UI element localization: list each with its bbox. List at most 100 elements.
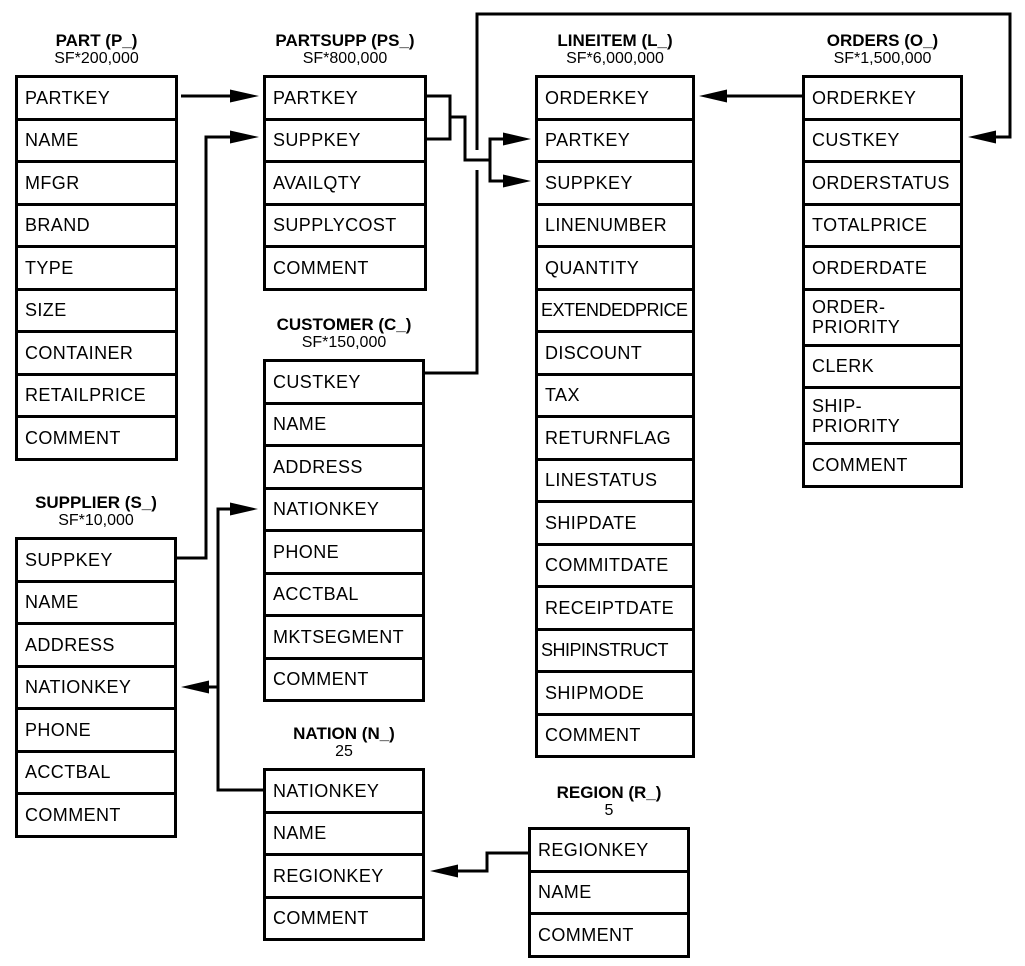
field-comment: COMMENT bbox=[538, 712, 692, 756]
field-name: NAME bbox=[266, 401, 422, 445]
field-tax: TAX bbox=[538, 372, 692, 416]
field-address: ADDRESS bbox=[266, 444, 422, 487]
arrowhead-left-icon bbox=[968, 130, 996, 144]
field-orderstatus: ORDERSTATUS bbox=[805, 160, 960, 203]
field-shippriority: SHIP- PRIORITY bbox=[805, 386, 960, 442]
table-cardinality: SF*200,000 bbox=[54, 50, 139, 67]
fk-nation-nationkey-to-customer-nationkey bbox=[216, 502, 263, 792]
field-retailprice: RETAILPRICE bbox=[18, 372, 175, 416]
field-suppkey: SUPPKEY bbox=[25, 549, 113, 570]
field-regionkey: REGIONKEY bbox=[538, 839, 649, 860]
field-address: ADDRESS bbox=[18, 622, 174, 665]
field-totalprice: TOTALPRICE bbox=[805, 202, 960, 246]
arrowhead-left-icon bbox=[699, 89, 727, 103]
fk-part-partkey-to-partsupp-partkey bbox=[181, 89, 259, 103]
fk-customer-custkey-to-orders-custkey bbox=[425, 12, 1012, 375]
arrowhead-right-icon bbox=[503, 132, 531, 146]
field-regionkey: REGIONKEY bbox=[266, 853, 422, 896]
fk-supplier-suppkey-to-partsupp-suppkey bbox=[177, 130, 259, 560]
table-title: SUPPLIER (S_) bbox=[35, 493, 157, 512]
field-name: NAME bbox=[18, 117, 175, 161]
arrowhead-right-icon bbox=[230, 502, 258, 516]
field-phone: PHONE bbox=[18, 707, 174, 750]
field-nationkey: NATIONKEY bbox=[273, 780, 380, 801]
table-title: ORDERS (O_) bbox=[826, 31, 939, 50]
field-comment: COMMENT bbox=[18, 792, 174, 835]
field-container: CONTAINER bbox=[18, 330, 175, 373]
field-partkey: PARTKEY bbox=[25, 87, 111, 108]
field-orderkey: ORDERKEY bbox=[812, 87, 917, 108]
fk-nation-nationkey-to-supplier-nationkey bbox=[181, 680, 218, 694]
field-quantity: QUANTITY bbox=[538, 245, 692, 288]
arrowhead-right-icon bbox=[503, 174, 531, 188]
field-discount: DISCOUNT bbox=[538, 330, 692, 373]
field-type: TYPE bbox=[18, 245, 175, 288]
table-title: PART (P_) bbox=[55, 31, 138, 50]
field-name: NAME bbox=[531, 869, 687, 913]
field-extendedprice: EXTENDEDPRICE bbox=[538, 287, 692, 331]
field-clerk: CLERK bbox=[805, 343, 960, 387]
field-availqty: AVAILQTY bbox=[266, 160, 424, 203]
field-acctbal: ACCTBAL bbox=[18, 749, 174, 793]
arrowhead-left-icon bbox=[181, 680, 209, 694]
field-brand: BRAND bbox=[18, 202, 175, 246]
field-returnflag: RETURNFLAG bbox=[538, 415, 692, 458]
table-title: LINEITEM (L_) bbox=[557, 31, 673, 50]
field-orderpriority: ORDER- PRIORITY bbox=[805, 287, 960, 344]
field-shipinstruct: SHIPINSTRUCT bbox=[538, 627, 692, 671]
table-lineitem: LINEITEM (L_) SF*6,000,000 ORDERKEY PARTK… bbox=[535, 32, 695, 758]
field-shipdate: SHIPDATE bbox=[538, 500, 692, 543]
table-title: REGION (R_) bbox=[556, 783, 662, 802]
arrowhead-left-icon bbox=[430, 864, 458, 878]
field-name: NAME bbox=[18, 579, 174, 623]
table-partsupp: PARTSUPP (PS_) SF*800,000 PARTKEY SUPPKEY… bbox=[263, 32, 427, 291]
field-comment: COMMENT bbox=[266, 895, 422, 939]
field-partkey: PARTKEY bbox=[538, 117, 692, 161]
field-comment: COMMENT bbox=[266, 245, 424, 288]
field-custkey: CUSTKEY bbox=[805, 117, 960, 161]
field-shipmode: SHIPMODE bbox=[538, 670, 692, 713]
field-linestatus: LINESTATUS bbox=[538, 457, 692, 501]
table-cardinality: SF*800,000 bbox=[302, 50, 388, 67]
field-phone: PHONE bbox=[266, 529, 422, 572]
arrowhead-right-icon bbox=[230, 130, 259, 144]
field-mfgr: MFGR bbox=[18, 160, 175, 203]
field-comment: COMMENT bbox=[18, 415, 175, 458]
field-suppkey: SUPPKEY bbox=[266, 117, 424, 161]
table-cardinality: 25 bbox=[335, 743, 353, 760]
field-supplycost: SUPPLYCOST bbox=[266, 202, 424, 246]
fk-region-regionkey-to-nation-regionkey bbox=[430, 851, 528, 878]
table-title: PARTSUPP (PS_) bbox=[275, 31, 415, 50]
field-comment: COMMENT bbox=[531, 912, 687, 955]
field-linenumber: LINENUMBER bbox=[538, 202, 692, 246]
field-orderdate: ORDERDATE bbox=[805, 245, 960, 288]
field-comment: COMMENT bbox=[805, 442, 960, 485]
field-nationkey: NATIONKEY bbox=[18, 664, 174, 708]
table-cardinality: SF*6,000,000 bbox=[566, 50, 664, 67]
field-commitdate: COMMITDATE bbox=[538, 542, 692, 586]
field-nationkey: NATIONKEY bbox=[266, 486, 422, 530]
field-name: NAME bbox=[266, 810, 422, 854]
field-custkey: CUSTKEY bbox=[273, 371, 361, 392]
table-title: NATION (N_) bbox=[293, 724, 395, 743]
field-suppkey: SUPPKEY bbox=[538, 160, 692, 203]
field-receiptdate: RECEIPTDATE bbox=[538, 585, 692, 628]
field-partkey: PARTKEY bbox=[273, 87, 359, 108]
field-orderkey: ORDERKEY bbox=[545, 87, 650, 108]
field-acctbal: ACCTBAL bbox=[266, 571, 422, 615]
